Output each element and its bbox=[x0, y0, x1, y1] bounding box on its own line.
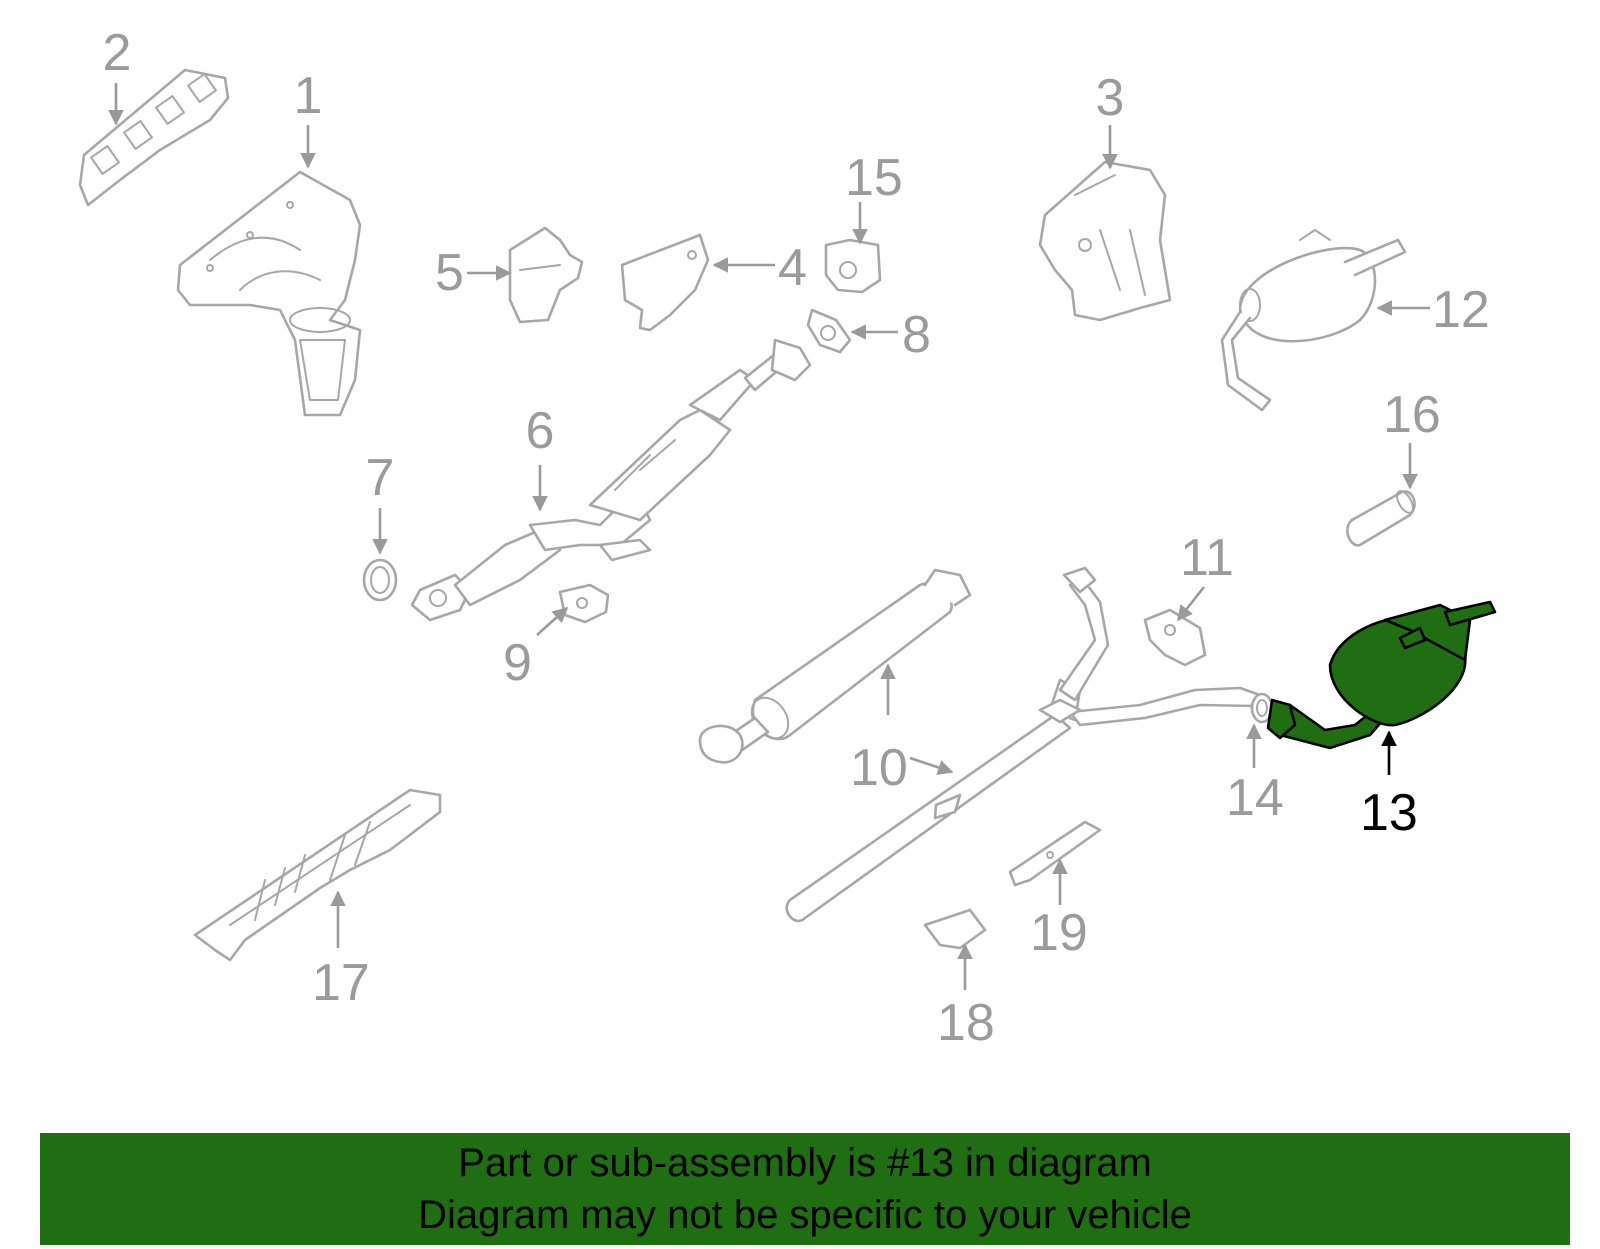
callout-2: 2 bbox=[103, 24, 132, 82]
banner-line-part-number: Part or sub-assembly is #13 in diagram bbox=[458, 1141, 1152, 1185]
part-10-y-pipe bbox=[785, 566, 1262, 923]
callout-3: 3 bbox=[1096, 69, 1125, 127]
callout-5: 5 bbox=[435, 244, 464, 302]
callout-19: 19 bbox=[1030, 904, 1088, 962]
part-17-tunnel-insulator bbox=[193, 788, 442, 962]
callout-13: 13 bbox=[1360, 784, 1418, 842]
part-10-center-muffler bbox=[698, 568, 972, 764]
part-9-mount bbox=[558, 583, 610, 624]
banner-line-disclaimer: Diagram may not be specific to your vehi… bbox=[418, 1193, 1192, 1237]
part-12-rear-muffler bbox=[1220, 229, 1407, 412]
part-3-heat-insulator bbox=[1038, 160, 1172, 322]
callout-labels: 2 1 3 4 5 6 7 8 9 10 11 12 13 14 15 16 1… bbox=[103, 24, 1490, 1052]
callout-14: 14 bbox=[1226, 769, 1284, 827]
callout-7: 7 bbox=[366, 449, 395, 507]
callout-10: 10 bbox=[850, 739, 908, 797]
callout-16: 16 bbox=[1383, 386, 1441, 444]
part-1-exhaust-manifold bbox=[176, 170, 362, 417]
callout-12: 12 bbox=[1432, 281, 1490, 339]
part-19-insulator bbox=[1008, 820, 1102, 887]
part-13-muffler-highlighted bbox=[1266, 600, 1497, 750]
part-18-insulator bbox=[923, 908, 987, 950]
part-4-heat-shield bbox=[620, 233, 710, 332]
part-15-mount bbox=[824, 238, 882, 294]
callout-8: 8 bbox=[902, 306, 931, 364]
part-7-ring-gasket bbox=[362, 558, 398, 602]
part-6-front-pipe bbox=[410, 338, 812, 622]
part-2-manifold-gasket bbox=[78, 68, 230, 207]
callout-4: 4 bbox=[778, 239, 807, 297]
part-11-bracket bbox=[1143, 608, 1207, 667]
part-8-gasket bbox=[806, 308, 852, 354]
callout-18: 18 bbox=[937, 994, 995, 1052]
callout-arrows bbox=[108, 83, 1430, 990]
part-16-tail-finisher bbox=[1346, 490, 1416, 547]
info-banner: Part or sub-assembly is #13 in diagram D… bbox=[40, 1133, 1570, 1245]
callout-15: 15 bbox=[845, 149, 903, 207]
part-5-heat-insulator bbox=[508, 226, 584, 324]
callout-1: 1 bbox=[294, 67, 323, 125]
callout-17: 17 bbox=[312, 954, 370, 1012]
callout-6: 6 bbox=[526, 402, 555, 460]
callout-9: 9 bbox=[503, 634, 532, 692]
callout-11: 11 bbox=[1180, 529, 1234, 587]
